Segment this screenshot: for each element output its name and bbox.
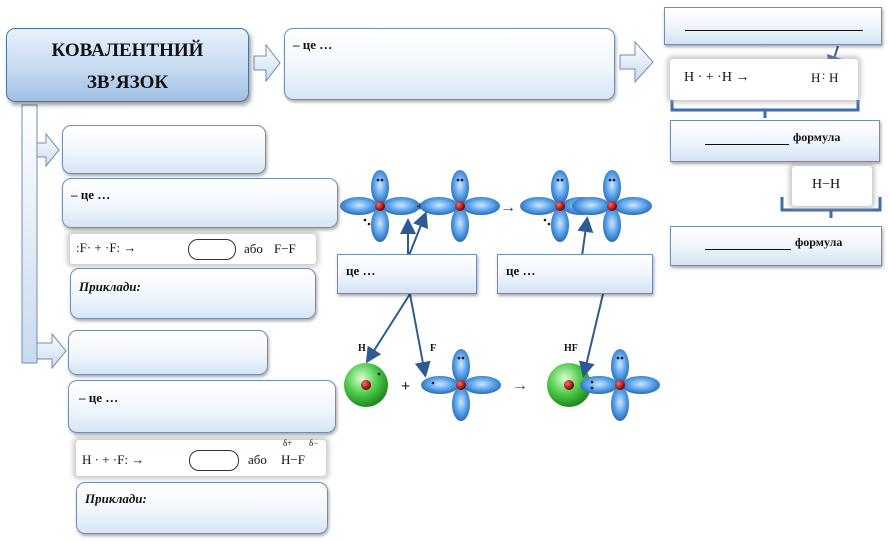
definition-main-text: – це …: [293, 37, 333, 52]
f2-alt-word: або: [244, 241, 263, 256]
product-label-hf: HF: [564, 343, 578, 354]
pointer-ce-left-2: [407, 211, 429, 259]
nonpolar-heading-box[interactable]: [62, 125, 266, 174]
nonpolar-definition-box[interactable]: – це …: [62, 178, 338, 228]
atom-label-f: F: [430, 343, 437, 354]
polar-examples-box[interactable]: Приклади:: [76, 482, 328, 534]
h2-pair-dots: :: [822, 68, 826, 82]
polar-heading-box[interactable]: [68, 330, 268, 375]
f-atom-orbital-3: [421, 349, 501, 421]
hf-molecule: [547, 349, 660, 421]
svg-text:+: +: [416, 200, 424, 215]
h2-pair-right: H: [829, 70, 839, 85]
title-line-1: КОВАЛЕНТНИЙ: [51, 40, 204, 61]
middle-label-left: це …: [346, 263, 376, 278]
definition-main-box[interactable]: – це …: [284, 28, 615, 100]
nonpolar-definition-text: – це …: [71, 187, 111, 202]
hf-formula: H−F: [281, 452, 305, 467]
title-box: КОВАЛЕНТНИЙ ЗВ’ЯЗОК: [6, 28, 249, 102]
h2-pair-left: H: [811, 70, 821, 85]
f2-equation: :F· + ·F: →: [76, 240, 137, 255]
hf-alt-word: або: [248, 452, 267, 467]
charge-plus: δ+: [283, 438, 293, 448]
f-atom-orbital-2: [420, 170, 500, 242]
h-atom-sphere: [344, 363, 388, 407]
nonpolar-examples-label: Приклади:: [79, 279, 141, 294]
bracket-bottom: [780, 197, 882, 218]
h2-structural-formula: H−H: [812, 177, 841, 192]
f2-equation-strip: :F· + ·F: → або F−F: [70, 234, 316, 264]
f2-formula: F−F: [274, 241, 296, 256]
f2-pair-circles: [188, 239, 236, 260]
h2-equation: H · + ·H →: [684, 70, 750, 85]
middle-label-right-box[interactable]: це …: [497, 254, 653, 294]
pointer-ce-right: [577, 216, 594, 257]
bracket-top: [670, 100, 860, 118]
title-line-2: ЗВ’ЯЗОК: [86, 72, 169, 93]
blank-line-formula-2: [705, 235, 791, 250]
vertical-connector: [21, 104, 38, 364]
blank-line-top: [685, 16, 863, 31]
middle-label-right: це …: [506, 263, 536, 278]
hf-pair-circles: [189, 450, 239, 471]
blank-line-formula-1: [705, 130, 789, 145]
pointer-down-f: [409, 293, 431, 378]
arrow-definition-to-panel: [619, 40, 654, 84]
svg-text:→: →: [512, 377, 528, 394]
middle-label-left-box[interactable]: це …: [337, 254, 477, 294]
svg-text:+: +: [401, 378, 410, 395]
atom-label-h: H: [358, 343, 366, 354]
hf-equation: H · + ·F: →: [82, 452, 145, 467]
hf-equation-strip: H · + ·F: → або δ+ δ− H−F: [76, 438, 326, 476]
formula-box-1[interactable]: формула: [670, 120, 880, 162]
pointer-down-hf: [578, 293, 604, 378]
polar-definition-box[interactable]: – це …: [68, 380, 336, 433]
charge-minus: δ−: [309, 438, 319, 448]
h2-equation-strip: H · + ·H → H : H: [670, 59, 858, 100]
formula-label-1: формула: [793, 130, 841, 144]
formula-label-2: формула: [795, 235, 843, 249]
polar-examples-label: Приклади:: [85, 491, 147, 506]
arrow-title-to-definition: [253, 43, 281, 83]
arrow-to-polar: [36, 332, 67, 370]
formula-box-2[interactable]: формула: [670, 226, 882, 266]
nonpolar-examples-box[interactable]: Приклади:: [70, 268, 316, 319]
h2-structural-strip: H−H: [792, 166, 872, 206]
polar-definition-text: – це …: [79, 390, 119, 405]
svg-text:→: →: [500, 199, 516, 216]
arrow-to-nonpolar: [36, 132, 60, 168]
pointer-down-h: [365, 293, 411, 364]
answer-box-top[interactable]: [664, 7, 882, 45]
